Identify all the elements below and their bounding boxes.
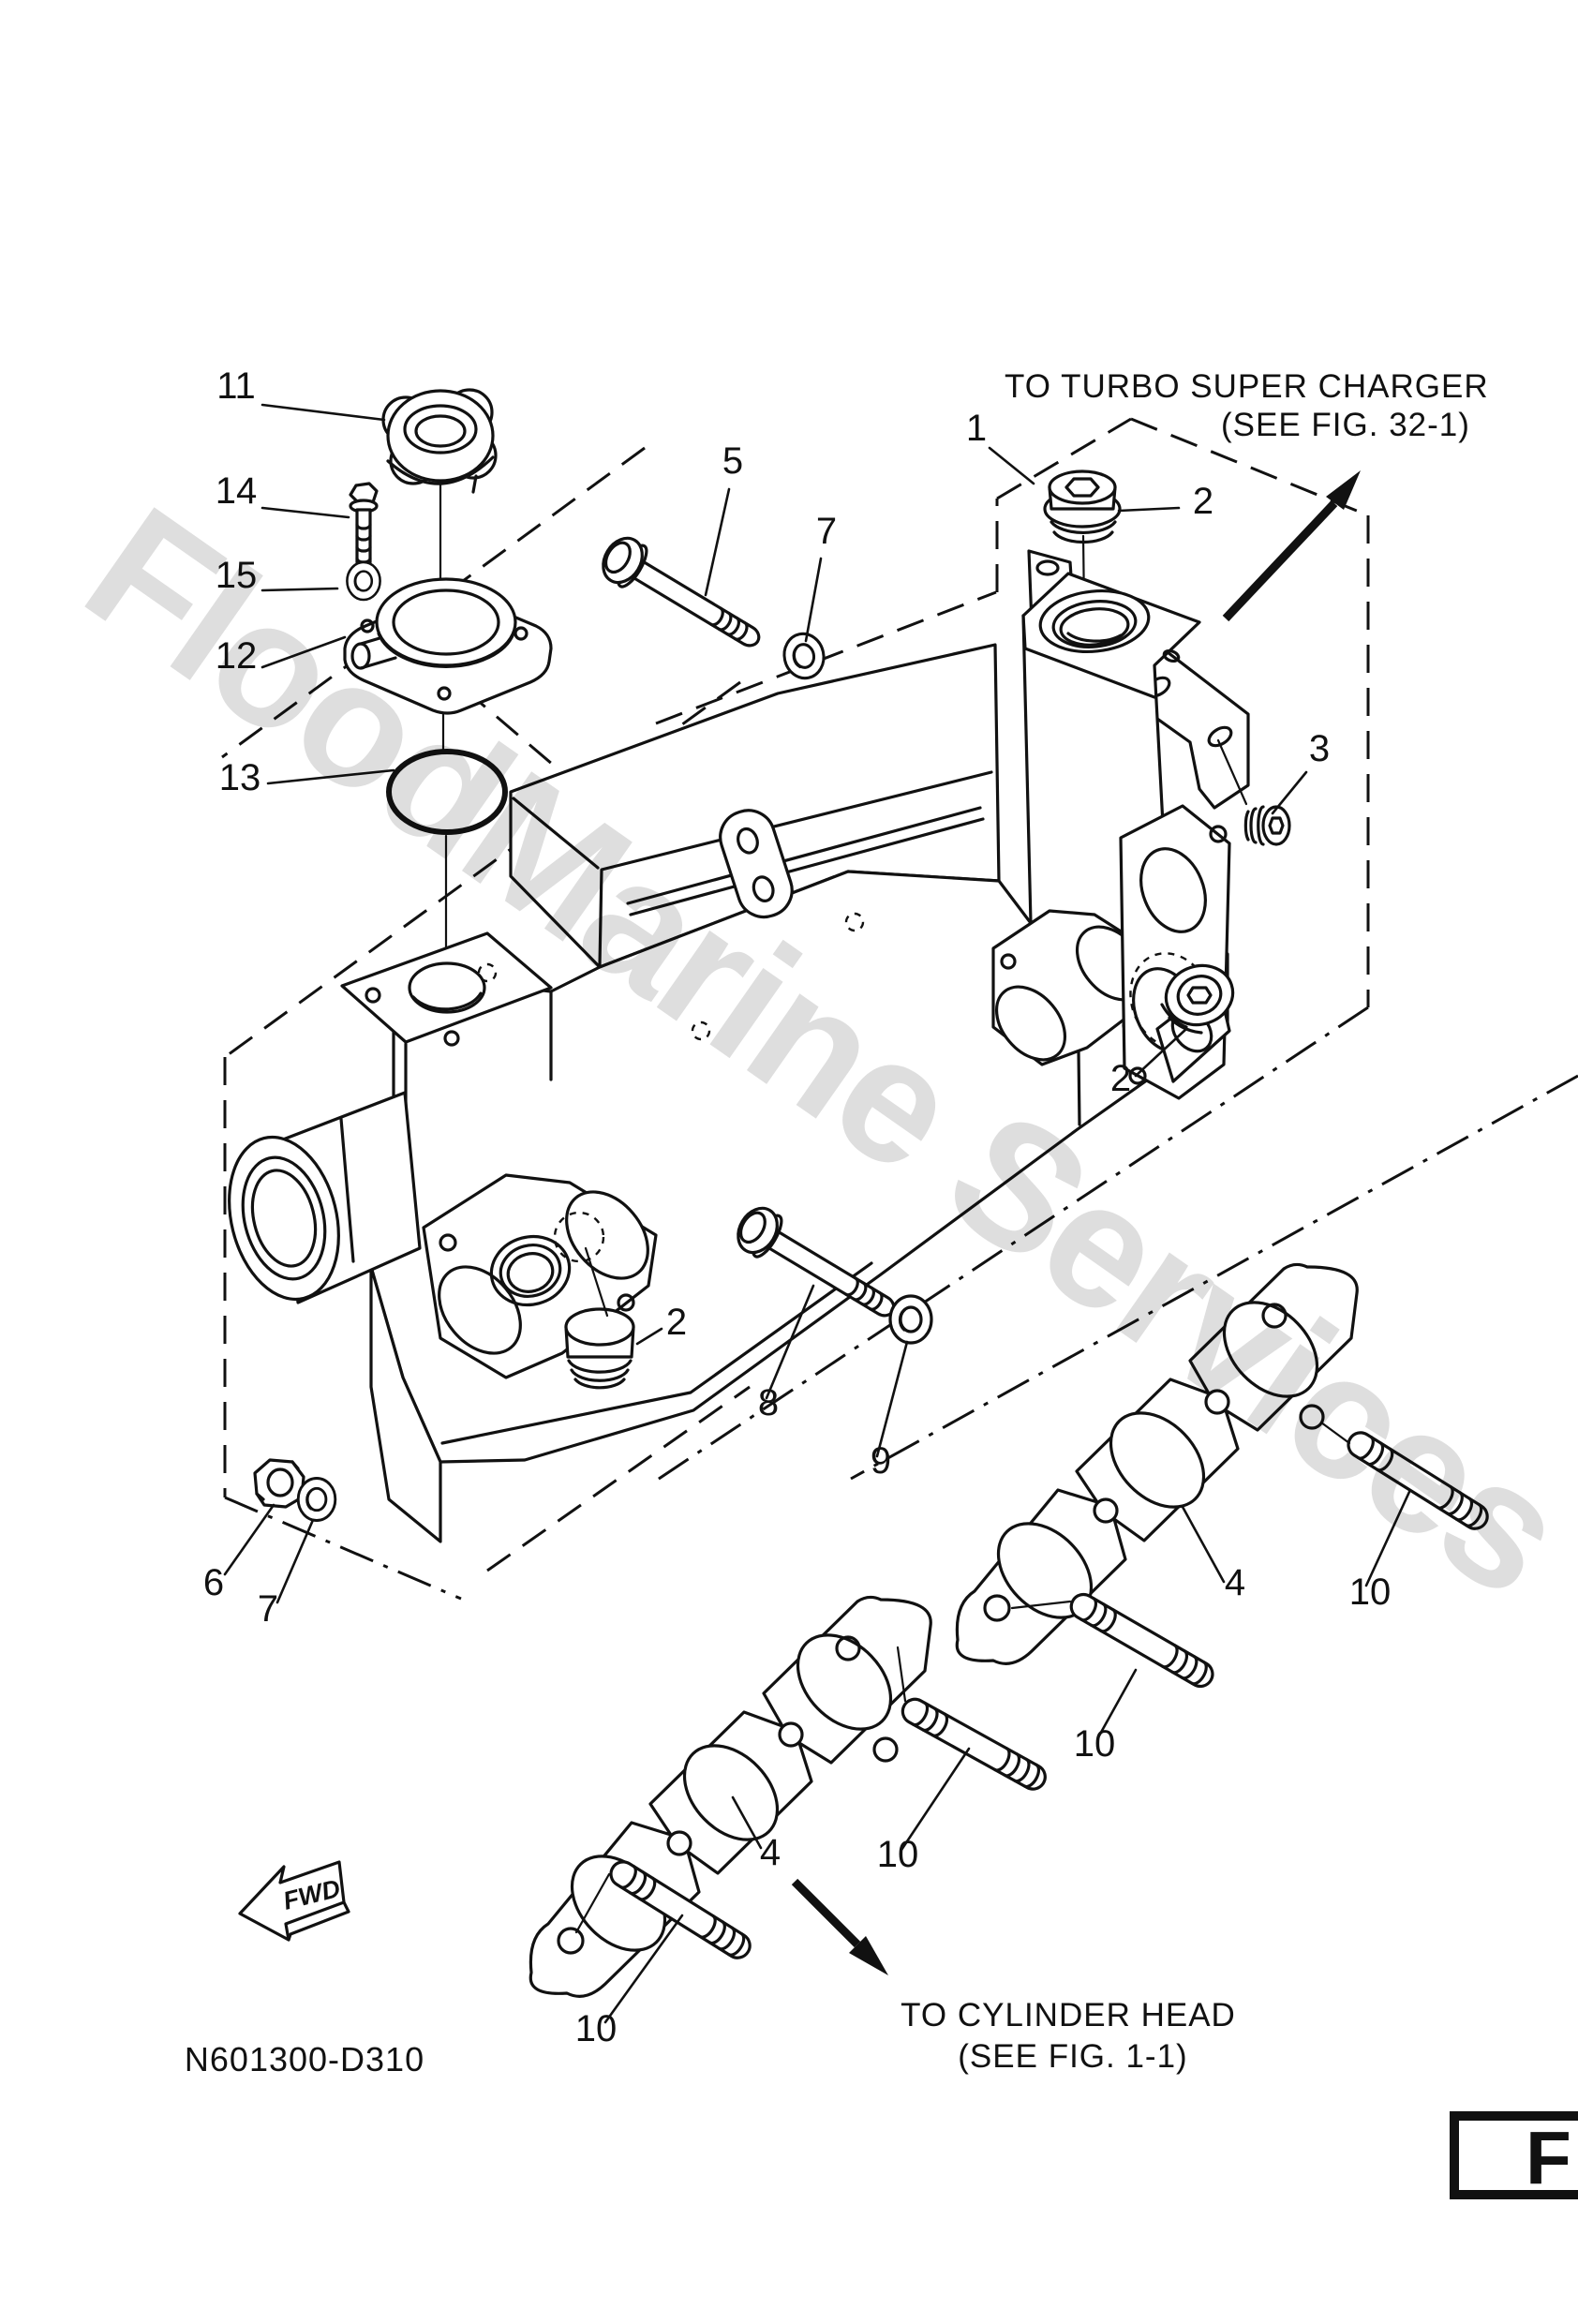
callout-13: 13 xyxy=(219,757,261,798)
figure-ref-letter: F xyxy=(1526,2116,1571,2199)
callout-2: 2 xyxy=(1193,481,1213,522)
alignment-lines xyxy=(574,738,1351,1934)
front-flange-right xyxy=(991,909,1158,1066)
washer-9 xyxy=(888,1294,933,1345)
washer-7-bottom xyxy=(296,1477,337,1522)
plug-3 xyxy=(1243,805,1291,846)
callout-10: 10 xyxy=(877,1834,919,1875)
o-ring xyxy=(386,749,508,835)
callout-10: 10 xyxy=(575,2008,618,2049)
filler-cap xyxy=(381,388,498,494)
foot xyxy=(369,1265,442,1543)
callout-7: 7 xyxy=(816,511,837,552)
callout-5: 5 xyxy=(722,440,743,482)
callout-2: 2 xyxy=(666,1302,687,1343)
callout-15: 15 xyxy=(216,555,258,596)
callout-14: 14 xyxy=(216,470,258,512)
bolt-5 xyxy=(593,529,772,663)
callout-2: 2 xyxy=(1110,1058,1131,1099)
callout-7: 7 xyxy=(258,1588,278,1630)
callout-1: 1 xyxy=(966,408,987,449)
annotations: TO TURBO SUPER CHARGER (SEE FIG. 32-1) T… xyxy=(185,368,1578,2199)
plug-2-mid xyxy=(1160,963,1235,1035)
figure-ref-box: F xyxy=(1450,2111,1578,2199)
cylinder-note-line2: (SEE FIG. 1-1) xyxy=(958,2038,1187,2075)
callout-10: 10 xyxy=(1074,1723,1116,1765)
turbo-note-line1: TO TURBO SUPER CHARGER xyxy=(1005,368,1489,405)
callout-8: 8 xyxy=(758,1382,779,1423)
small-bolt xyxy=(349,482,379,564)
plug-2-bottom xyxy=(564,1307,635,1390)
turbo-note-line2: (SEE FIG. 32-1) xyxy=(1221,407,1470,443)
leader-lines xyxy=(223,403,1411,2024)
manifold-body xyxy=(228,549,1250,1543)
stud-b xyxy=(1064,1588,1219,1692)
small-washer xyxy=(346,560,381,602)
stud-c xyxy=(897,1693,1051,1795)
callout-12: 12 xyxy=(216,635,258,677)
turbo-arrow-head xyxy=(1326,470,1361,510)
callout-3: 3 xyxy=(1309,728,1330,769)
cylinder-note-line1: TO CYLINDER HEAD xyxy=(901,1997,1236,2034)
cylinder-arrow-shaft xyxy=(791,1878,861,1948)
front-flange-center xyxy=(422,1173,658,1379)
nut-6 xyxy=(253,1458,305,1509)
callout-6: 6 xyxy=(203,1562,224,1603)
callout-4: 4 xyxy=(760,1832,781,1873)
callout-4: 4 xyxy=(1225,1562,1245,1603)
strap xyxy=(719,809,794,919)
plug-2-top xyxy=(1043,469,1122,544)
callout-10: 10 xyxy=(1349,1572,1392,1613)
outlet-flange xyxy=(343,577,553,715)
fwd-icon: FWD xyxy=(238,1860,350,1942)
drawing-code: N601300-D310 xyxy=(185,2040,424,2078)
turbo-arrow-shaft xyxy=(1222,499,1338,622)
cylinder-arrow-head xyxy=(849,1936,888,1975)
callout-11: 11 xyxy=(216,365,256,407)
callout-9: 9 xyxy=(871,1440,891,1482)
